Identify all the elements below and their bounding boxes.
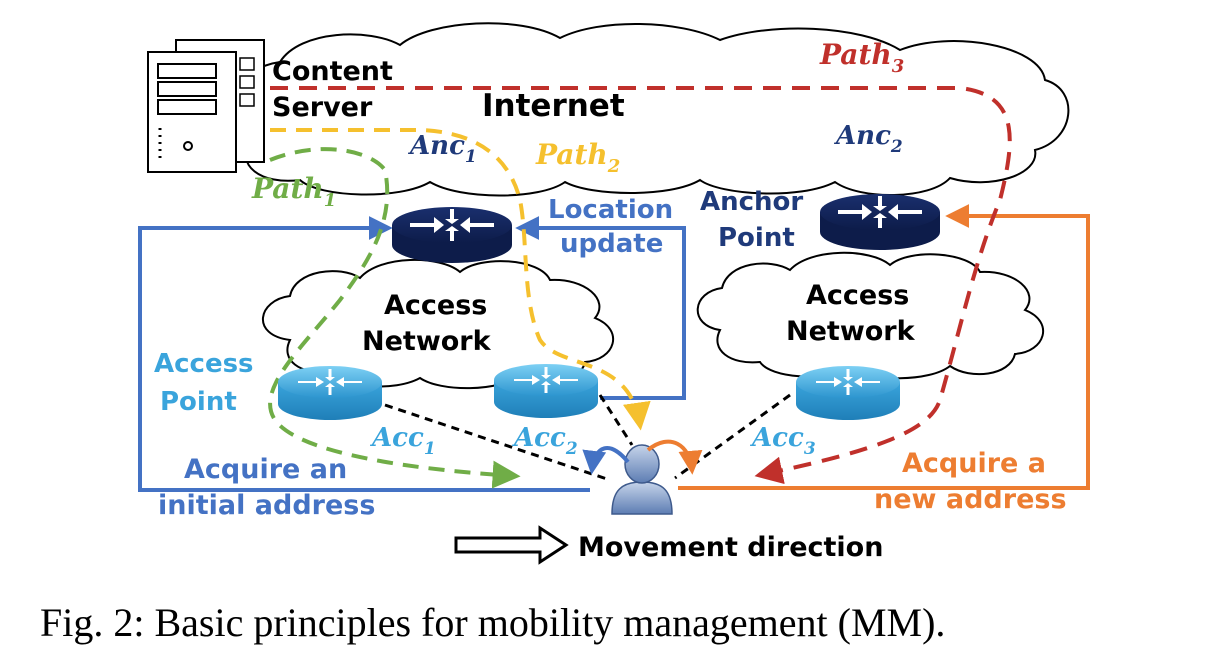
access-point-3-icon — [796, 366, 900, 420]
user-attach-arrow-left — [582, 446, 630, 475]
path1-label: Path1 — [251, 172, 336, 211]
anchor-point-label-1: Anchor — [700, 187, 803, 217]
access-point-label-2: Point — [160, 387, 237, 417]
acquire-new-label-2: new address — [874, 484, 1067, 515]
path3-route — [270, 86, 1012, 485]
access-network-right-label-1: Access — [806, 280, 909, 311]
access-point-1-icon — [278, 366, 382, 420]
path3-label: Path3 — [819, 38, 904, 77]
access-network-cloud-left-icon — [261, 258, 615, 390]
link-acc1-user — [384, 403, 611, 482]
path2-route — [270, 128, 651, 431]
acc2-label: Acc2 — [511, 423, 578, 459]
internet-cloud-icon — [228, 22, 1070, 197]
content-server-label-2: Server — [272, 92, 373, 123]
hollow-arrow-icon — [454, 525, 569, 565]
anchor-point-label-2: Point — [718, 223, 795, 253]
acquire-new-label-1: Acquire a — [902, 448, 1046, 479]
access-point-2-icon — [494, 364, 598, 418]
location-update-label-2: update — [560, 229, 663, 259]
link-acc2-user — [598, 394, 634, 446]
user-attach-arrow-right — [646, 439, 703, 475]
location-update-return — [515, 216, 686, 400]
anchor-router-1-icon — [392, 207, 512, 263]
content-server-icon — [147, 39, 265, 173]
path2-label: Path2 — [535, 138, 620, 177]
content-server-label-1: Content — [272, 56, 393, 87]
path1-route — [268, 147, 521, 489]
figure-caption: Fig. 2: Basic principles for mobility ma… — [40, 600, 945, 645]
user-icon — [611, 444, 673, 515]
anchor-router-2-icon — [820, 194, 940, 250]
location-update-path — [138, 216, 590, 492]
location-update-label-1: Location — [548, 195, 673, 225]
access-point-label-1: Access — [154, 349, 254, 379]
access-network-left-label-2: Network — [362, 326, 492, 357]
acc1-label: Acc1 — [369, 423, 436, 459]
acquire-initial-label-2: initial address — [158, 490, 375, 521]
access-network-left-label-1: Access — [384, 290, 487, 321]
anc2-label: Anc2 — [833, 121, 903, 157]
acc3-label: Acc3 — [749, 423, 816, 459]
acquire-initial-label-1: Acquire an — [184, 454, 347, 485]
internet-label: Internet — [482, 88, 625, 124]
access-network-right-label-2: Network — [786, 316, 916, 347]
anc1-label: Anc1 — [407, 131, 477, 167]
new-address-path — [678, 204, 1090, 490]
movement-direction-label: Movement direction — [578, 532, 883, 563]
